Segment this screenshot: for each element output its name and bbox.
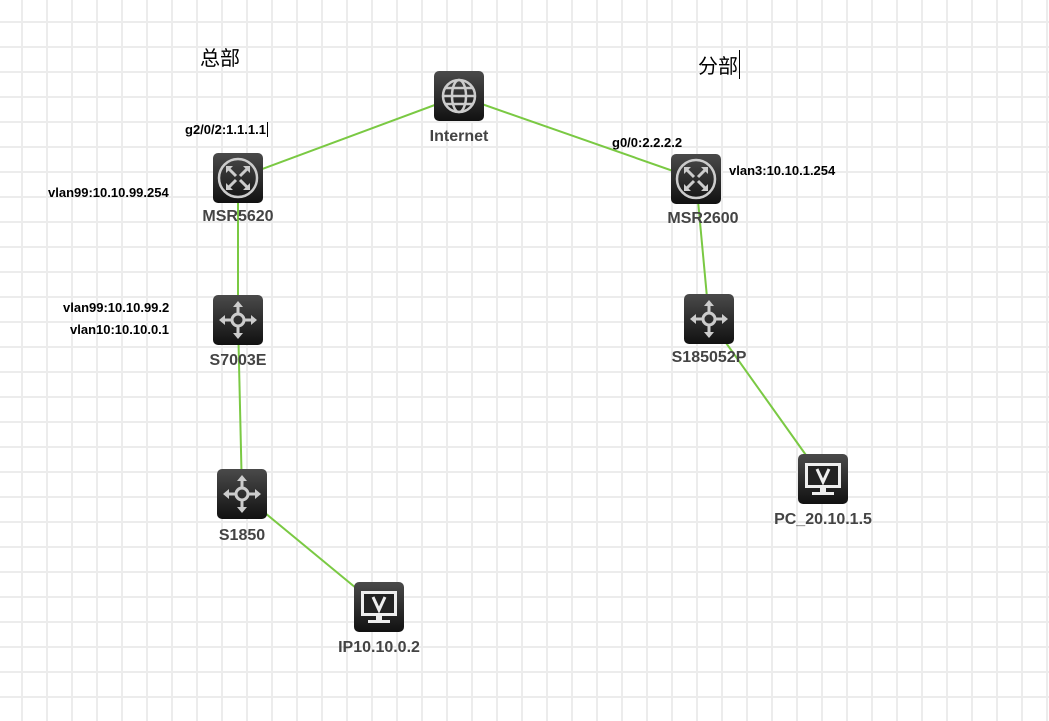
node-msr5620-label: MSR5620 bbox=[202, 208, 274, 225]
router-icon bbox=[675, 158, 717, 200]
node-pc1-label: IP10.10.0.2 bbox=[338, 639, 420, 656]
hq-title: 总部 bbox=[200, 46, 240, 70]
note-s7003e-vlan10: vlan10:10.10.0.1 bbox=[70, 322, 170, 337]
branch-title[interactable]: 分部 bbox=[698, 50, 740, 79]
node-msr5620[interactable] bbox=[213, 153, 263, 203]
link-s185052p-pc2 bbox=[708, 318, 824, 480]
node-msr2600-label: MSR2600 bbox=[667, 210, 739, 227]
note-msr2600-wan: g0/0:2.2.2.2 bbox=[612, 135, 683, 150]
pc-icon bbox=[361, 591, 397, 623]
node-s7003e[interactable] bbox=[213, 295, 263, 345]
router-icon bbox=[217, 157, 259, 199]
node-internet[interactable] bbox=[434, 71, 484, 121]
note-msr2600-vlan: vlan3:10.10.1.254 bbox=[729, 163, 836, 178]
globe-icon bbox=[441, 78, 477, 114]
node-s185052p[interactable] bbox=[684, 294, 734, 344]
node-s1850-label: S1850 bbox=[218, 527, 266, 544]
node-pc2[interactable] bbox=[798, 454, 848, 504]
node-internet-label: Internet bbox=[429, 128, 489, 145]
switch-icon bbox=[223, 475, 261, 513]
link-s7003e-s1850 bbox=[237, 319, 243, 495]
node-msr2600[interactable] bbox=[671, 154, 721, 204]
note-msr5620-vlan: vlan99:10.10.99.254 bbox=[48, 185, 169, 200]
link-internet-msr2600 bbox=[458, 95, 697, 180]
node-s7003e-label: S7003E bbox=[209, 352, 267, 369]
note-s7003e-vlan99: vlan99:10.10.99.2 bbox=[63, 300, 170, 315]
node-s185052p-label: S185052P bbox=[671, 349, 747, 366]
node-pc1[interactable] bbox=[354, 582, 404, 632]
switch-icon bbox=[690, 300, 728, 338]
pc-icon bbox=[805, 463, 841, 495]
note-msr5620-wan[interactable]: g2/0/2:1.1.1.1 bbox=[185, 122, 268, 137]
node-pc2-label: PC_20.10.1.5 bbox=[774, 511, 872, 528]
link-internet-msr5620 bbox=[237, 95, 460, 179]
node-s1850[interactable] bbox=[217, 469, 267, 519]
switch-icon bbox=[219, 301, 257, 339]
